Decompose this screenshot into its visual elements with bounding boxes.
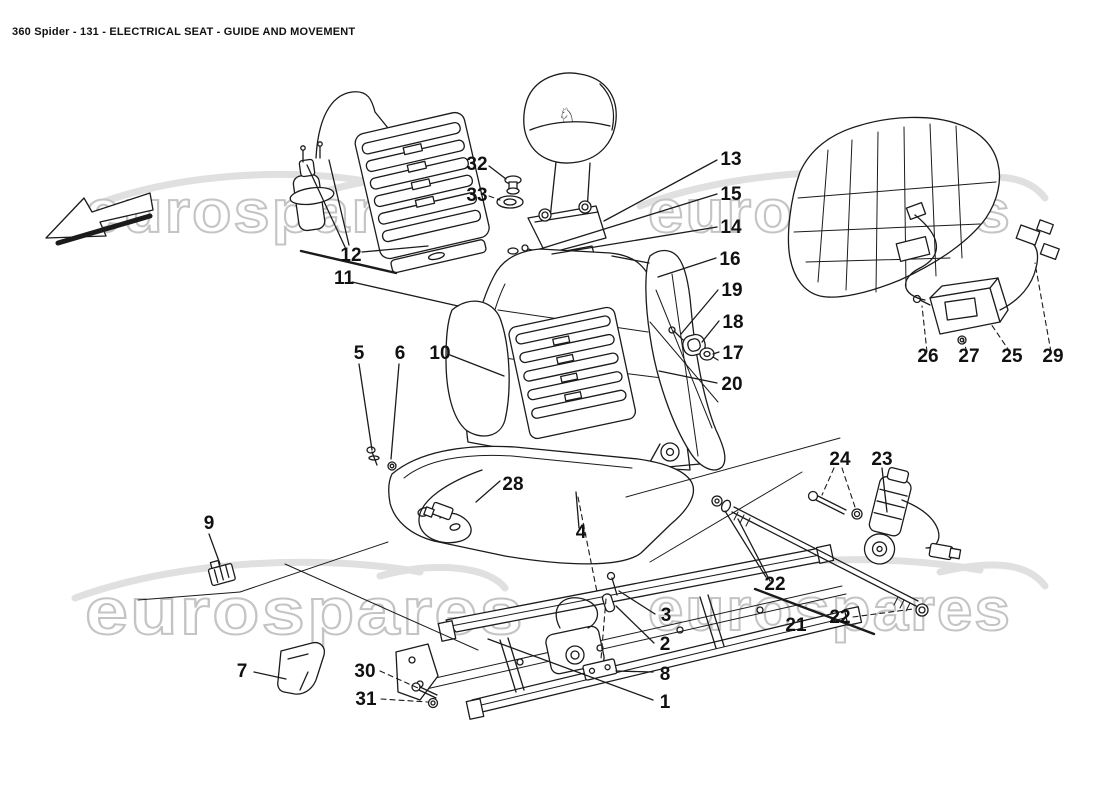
backrest-side-bolster <box>446 301 509 436</box>
callout-7[interactable]: 7 <box>237 661 248 682</box>
rail-spacer-2 <box>601 593 615 613</box>
ferrari-horse-icon: ♘ <box>558 103 576 127</box>
callout-4[interactable]: 4 <box>576 522 587 543</box>
drive-rod-assembly <box>712 496 928 616</box>
height-motor-23 <box>860 466 960 568</box>
callout-16[interactable]: 16 <box>719 249 740 270</box>
watermark-bottom-left: eurospares <box>75 562 525 649</box>
callout-9[interactable]: 9 <box>204 513 215 534</box>
shell-pad-18 <box>681 332 707 357</box>
floor-bracket-7 <box>278 643 325 694</box>
callout-6[interactable]: 6 <box>395 343 406 364</box>
callout-10[interactable]: 10 <box>429 343 450 364</box>
shell-cap-17 <box>700 348 718 360</box>
watermark-swoosh <box>75 562 420 598</box>
cushion-nut-6 <box>388 462 396 470</box>
watermark-bottom-right: eurospares <box>640 560 1045 644</box>
callout-12[interactable]: 12 <box>340 245 361 266</box>
callout-28[interactable]: 28 <box>502 474 523 495</box>
watermark-swoosh <box>75 174 380 214</box>
watermark-swoosh <box>380 567 505 588</box>
callout-15[interactable]: 15 <box>720 184 742 205</box>
callout-13[interactable]: 13 <box>720 149 741 170</box>
callout-2[interactable]: 2 <box>660 634 671 655</box>
page-title: 360 Spider - 131 - ELECTRICAL SEAT - GUI… <box>12 26 356 38</box>
cushion-heater-assembly <box>788 117 999 297</box>
callout-20[interactable]: 20 <box>721 374 742 395</box>
callout-14[interactable]: 14 <box>720 217 742 238</box>
rail-nut-31 <box>429 699 438 708</box>
callout-8[interactable]: 8 <box>660 664 671 685</box>
seat-rails-assembly <box>396 545 862 720</box>
callout-31[interactable]: 31 <box>355 689 377 710</box>
direction-arrow-icon <box>46 193 153 243</box>
rail-plate-8 <box>583 659 618 681</box>
lumbar-motor <box>289 92 388 232</box>
cushion-frame <box>389 446 694 563</box>
shell-fastener-19 <box>669 327 683 340</box>
callout-22[interactable]: 22 <box>829 607 850 628</box>
callout-19[interactable]: 19 <box>721 280 742 301</box>
backrest-rear-shell <box>612 250 725 469</box>
callout-5[interactable]: 5 <box>354 343 365 364</box>
callout-23[interactable]: 23 <box>871 449 892 470</box>
callout-21[interactable]: 21 <box>785 615 807 636</box>
callout-22[interactable]: 22 <box>764 574 785 595</box>
callout-11[interactable]: 11 <box>334 268 355 289</box>
callout-25[interactable]: 25 <box>1001 346 1023 367</box>
rail-screw-30 <box>412 683 437 698</box>
backrest-lumbar-mat <box>508 306 637 440</box>
callout-24[interactable]: 24 <box>829 449 851 470</box>
cushion-screw-5 <box>367 447 379 465</box>
harness-module-assembly <box>906 203 1060 344</box>
rod-screw-24 <box>809 492 863 520</box>
lumbar-massage-pad <box>353 111 494 276</box>
callout-26[interactable]: 26 <box>917 346 938 367</box>
callout-29[interactable]: 29 <box>1042 346 1063 367</box>
watermark-swoosh <box>940 565 1045 586</box>
callout-33[interactable]: 33 <box>466 185 487 206</box>
watermark-text: eurospares <box>648 576 1012 643</box>
connector-9 <box>207 557 236 585</box>
rail-screw-3 <box>608 573 618 596</box>
leader-lines <box>138 160 1051 702</box>
callout-1[interactable]: 1 <box>660 692 671 713</box>
callout-18[interactable]: 18 <box>722 312 743 333</box>
callout-27[interactable]: 27 <box>958 346 979 367</box>
seat-wiring-cable-28 <box>419 470 482 543</box>
callout-30[interactable]: 30 <box>354 661 375 682</box>
callout-17[interactable]: 17 <box>722 343 743 364</box>
callout-32[interactable]: 32 <box>466 154 487 175</box>
headrest-ring-33 <box>497 196 523 208</box>
callout-3[interactable]: 3 <box>661 605 672 626</box>
watermark-text: eurospares <box>85 574 525 648</box>
headrest-cap-32 <box>505 176 521 194</box>
